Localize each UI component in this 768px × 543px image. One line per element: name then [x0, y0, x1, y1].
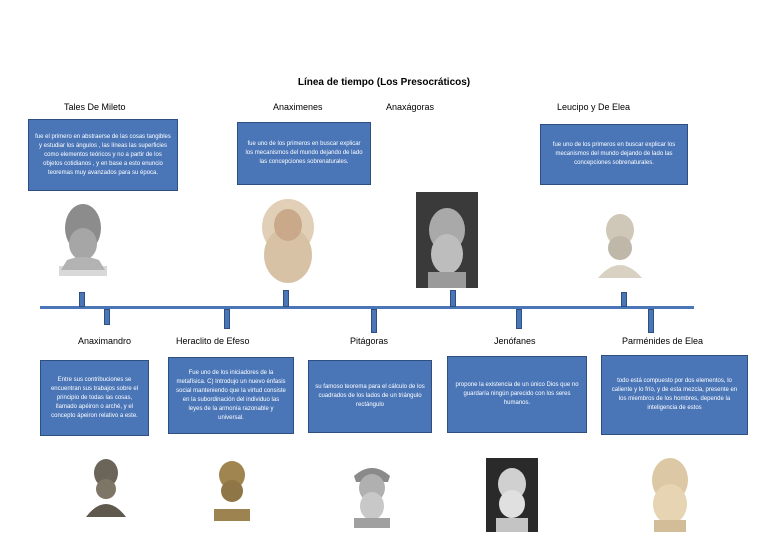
name-pitagoras: Pitágoras: [350, 336, 389, 346]
portrait-pitagoras: [354, 468, 390, 528]
arrow-anaximandro: [104, 309, 110, 325]
arrow-anaximenes: [283, 290, 289, 307]
name-anaximenes: Anaximenes: [273, 102, 323, 112]
box-heraclito: Fue uno de los iniciadores de la metafís…: [168, 357, 294, 434]
name-tales: Tales De Mileto: [64, 102, 126, 112]
portrait-heraclito: [214, 461, 250, 521]
name-heraclito: Heraclito de Efeso: [176, 336, 250, 346]
portrait-parmenides: [652, 458, 688, 532]
name-parmenides: Parménides de Elea: [622, 336, 704, 346]
arrow-pitagoras: [371, 309, 377, 333]
portrait-jenofanes: [486, 458, 538, 532]
portrait-anaximenes: [262, 199, 314, 283]
arrow-anaxagoras: [450, 290, 456, 307]
box-parmenides: todo está compuesto por dos elementos, l…: [601, 355, 748, 435]
box-anaximandro: Entre sus contribuciones se encuentran s…: [40, 360, 149, 436]
portrait-anaxagoras: [416, 192, 478, 288]
box-tales: fue el primero en abstraerse de las cosa…: [28, 119, 178, 191]
portrait-tales: [59, 204, 107, 276]
name-jenofanes: Jenófanes: [494, 336, 536, 346]
arrow-parmenides: [648, 309, 654, 333]
name-leucipo: Leucipo y De Elea: [557, 102, 631, 112]
arrow-jenofanes: [516, 309, 522, 329]
box-leucipo: fue uno de los primeros en buscar explic…: [540, 124, 688, 185]
portrait-leucipo: [598, 214, 642, 278]
arrow-leucipo: [621, 292, 627, 307]
arrow-heraclito: [224, 309, 230, 329]
name-anaxagoras: Anaxágoras: [386, 102, 435, 112]
box-anaximenes: fue uno de los primeros en buscar explic…: [237, 122, 371, 185]
arrow-tales: [79, 292, 85, 307]
portrait-anaximandro: [86, 459, 126, 517]
timeline-line: [40, 306, 694, 309]
box-pitagoras: su famoso teorema para el cálculo de los…: [308, 360, 432, 433]
name-anaximandro: Anaximandro: [78, 336, 132, 346]
timeline-title: Línea de tiempo (Los Presocráticos): [297, 77, 471, 88]
box-jenofanes: propone la existencia de un único Dios q…: [447, 356, 587, 433]
